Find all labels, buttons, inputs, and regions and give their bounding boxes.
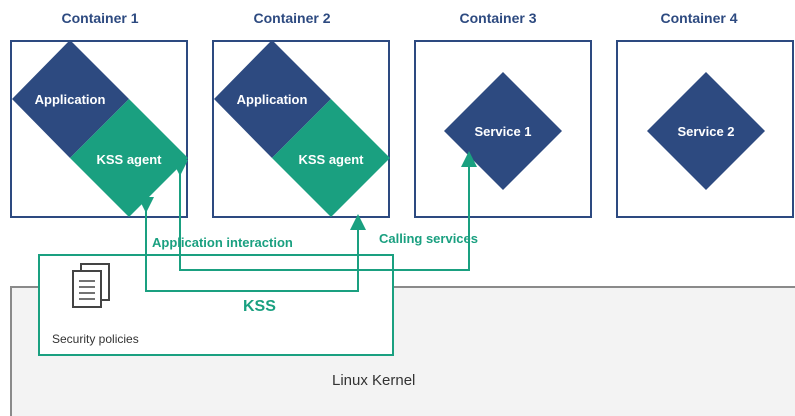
kss-agent-label-2: KSS agent bbox=[298, 152, 364, 167]
kss-agent-label-1: KSS agent bbox=[96, 152, 162, 167]
application-label-2: Application bbox=[236, 92, 308, 107]
calling-services-connector bbox=[172, 151, 477, 271]
container-1-title: Container 1 bbox=[61, 10, 139, 26]
diagram-shapes bbox=[12, 40, 765, 308]
container-4-title: Container 4 bbox=[660, 10, 738, 26]
application-diamond-2 bbox=[214, 40, 331, 158]
security-policies-label: Security policies bbox=[52, 332, 139, 346]
linux-kernel-label: Linux Kernel bbox=[332, 372, 416, 389]
service-1-label: Service 1 bbox=[474, 124, 532, 139]
calling-services-label: Calling services bbox=[379, 231, 478, 246]
application-interaction-label: Application interaction bbox=[152, 235, 293, 250]
application-label-1: Application bbox=[34, 92, 106, 107]
kss-label: KSS bbox=[243, 298, 276, 315]
document-icon bbox=[72, 263, 110, 308]
architecture-diagram: Linux Kernel KSS Security policies Conta… bbox=[10, 10, 795, 416]
service-2-diamond bbox=[647, 72, 765, 190]
service-2-label: Service 2 bbox=[677, 124, 735, 139]
container-3-title: Container 3 bbox=[459, 10, 537, 26]
application-diamond-1 bbox=[12, 40, 129, 158]
application-interaction-connector bbox=[138, 197, 366, 292]
container-2-title: Container 2 bbox=[253, 10, 331, 26]
kss-agent-diamond-1 bbox=[70, 99, 188, 217]
